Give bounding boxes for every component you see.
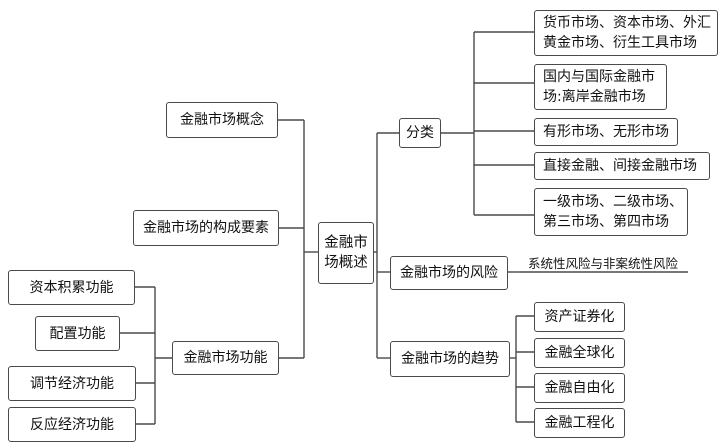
function-item-reflection: 反应经济功能 <box>8 407 136 442</box>
trend-item-engineering: 金融工程化 <box>534 408 625 438</box>
trend-item-liberalization: 金融自由化 <box>534 373 625 403</box>
composition-node: 金融市场的构成要素 <box>133 210 279 246</box>
function-item-allocation: 配置功能 <box>35 316 120 351</box>
functions-node: 金融市场功能 <box>172 341 279 375</box>
classification-item-5: 一级市场、二级市场、 第三市场、第四市场 <box>534 188 688 236</box>
classification-node: 分类 <box>399 118 441 148</box>
classification-item-1-line1: 货币市场、资本市场、外汇 <box>543 15 711 31</box>
classification-item-5-line1: 一级市场、二级市场、 <box>543 194 683 210</box>
classification-item-4-line1: 直接金融、间接金融市场 <box>543 158 697 174</box>
center-node: 金融市 场概述 <box>318 222 374 284</box>
classification-item-2-line1: 国内与国际金融市 <box>543 69 655 85</box>
classification-item-2-line2: 场:离岸金融市场 <box>543 89 646 105</box>
classification-item-3: 有形市场、无形市场 <box>534 118 678 146</box>
function-item-capital: 资本积累功能 <box>8 270 135 305</box>
classification-item-2: 国内与国际金融市 场:离岸金融市场 <box>534 64 667 110</box>
classification-item-3-line1: 有形市场、无形市场 <box>543 124 669 140</box>
function-item-regulation: 调节经济功能 <box>8 366 136 401</box>
classification-item-1: 货币市场、资本市场、外汇 黄金市场、衍生工具市场 <box>534 10 718 56</box>
concept-node: 金融市场概念 <box>166 102 278 138</box>
risk-node: 金融市场的风险 <box>390 256 508 290</box>
trend-item-globalization: 金融全球化 <box>534 338 625 368</box>
risk-note: 系统性风险与非案统性风险 <box>528 256 679 271</box>
trend-node: 金融市场的趋势 <box>390 341 510 377</box>
center-line1: 金融市 <box>324 235 368 251</box>
classification-item-1-line2: 黄金市场、衍生工具市场 <box>543 35 697 51</box>
trend-item-securitization: 资产证券化 <box>534 302 625 332</box>
classification-item-5-line2: 第三市场、第四市场 <box>543 214 669 230</box>
center-line2: 场概述 <box>324 255 368 271</box>
classification-item-4: 直接金融、间接金融市场 <box>534 152 710 180</box>
